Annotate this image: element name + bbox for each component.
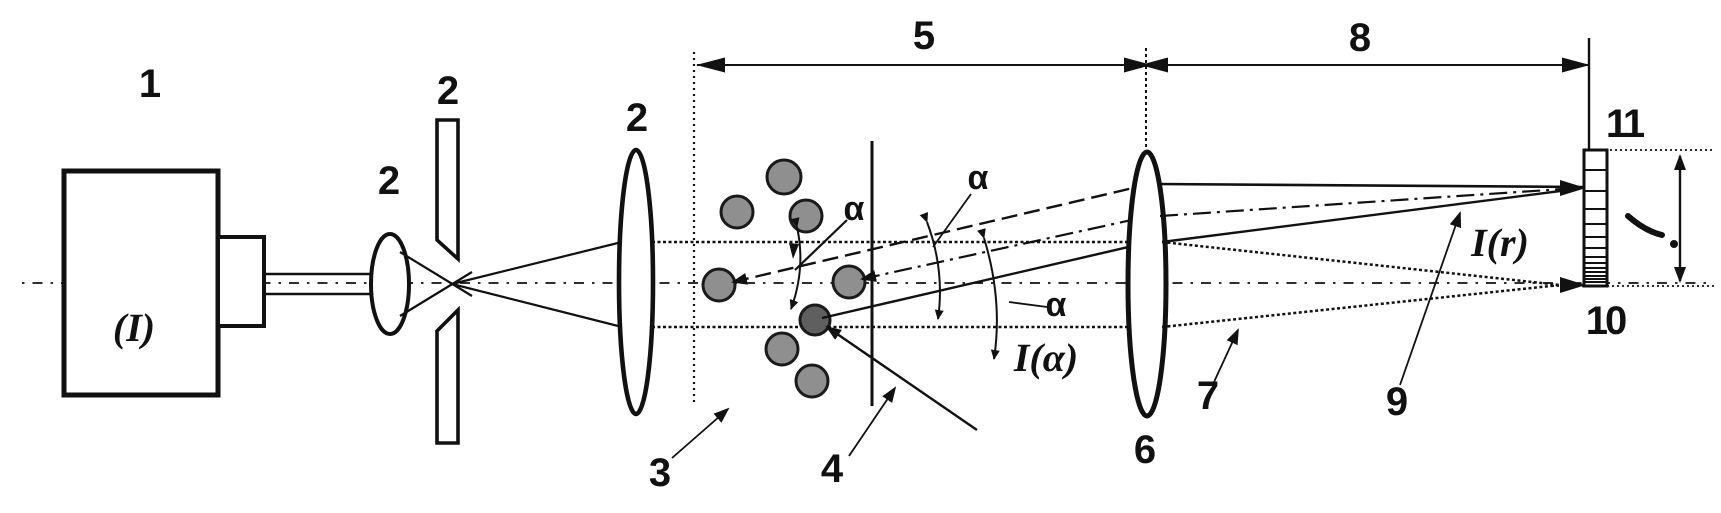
svg-text:10: 10 bbox=[1586, 299, 1626, 343]
svg-text:7: 7 bbox=[1197, 374, 1219, 418]
svg-text:2: 2 bbox=[437, 69, 459, 113]
svg-text:9: 9 bbox=[1386, 380, 1408, 424]
svg-text:(I): (I) bbox=[113, 305, 155, 350]
svg-text:5: 5 bbox=[913, 14, 935, 58]
svg-text:2: 2 bbox=[626, 96, 648, 140]
svg-text:2: 2 bbox=[378, 159, 400, 203]
svg-text:11: 11 bbox=[1606, 102, 1645, 146]
svg-text:4: 4 bbox=[821, 447, 844, 491]
svg-text:I(α): I(α) bbox=[1013, 335, 1078, 380]
svg-text:3: 3 bbox=[649, 451, 671, 495]
svg-text:6: 6 bbox=[1134, 428, 1156, 472]
svg-text:1: 1 bbox=[139, 62, 161, 106]
svg-text:α: α bbox=[844, 190, 865, 228]
svg-text:8: 8 bbox=[1349, 16, 1371, 60]
svg-text:α: α bbox=[1046, 286, 1067, 324]
svg-text:α: α bbox=[968, 159, 989, 197]
svg-text:I(r): I(r) bbox=[1470, 220, 1529, 265]
